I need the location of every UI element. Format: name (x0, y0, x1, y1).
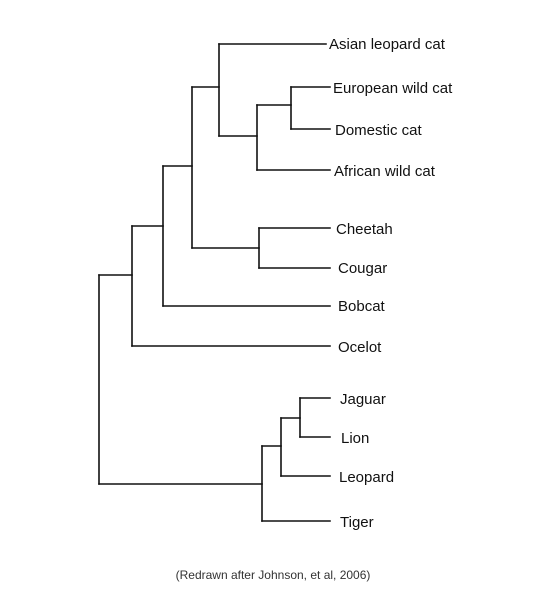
taxon-label: Cheetah (336, 221, 393, 238)
taxon-label: Ocelot (338, 339, 382, 356)
taxon-label: Domestic cat (335, 122, 423, 139)
taxon-label: Tiger (340, 514, 374, 531)
taxon-label: European wild cat (333, 80, 453, 97)
taxon-label: African wild cat (334, 163, 436, 180)
taxon-label: Leopard (339, 469, 394, 486)
taxon-label: Cougar (338, 260, 387, 277)
figure-caption: (Redrawn after Johnson, et al, 2006) (175, 568, 371, 582)
tree-branches (98, 43, 331, 522)
taxon-label: Bobcat (338, 298, 386, 315)
taxon-label: Asian leopard cat (329, 36, 446, 53)
taxon-label: Lion (341, 430, 369, 447)
taxon-label: Jaguar (340, 391, 386, 408)
taxon-labels: Asian leopard cat European wild cat Dome… (329, 36, 453, 531)
